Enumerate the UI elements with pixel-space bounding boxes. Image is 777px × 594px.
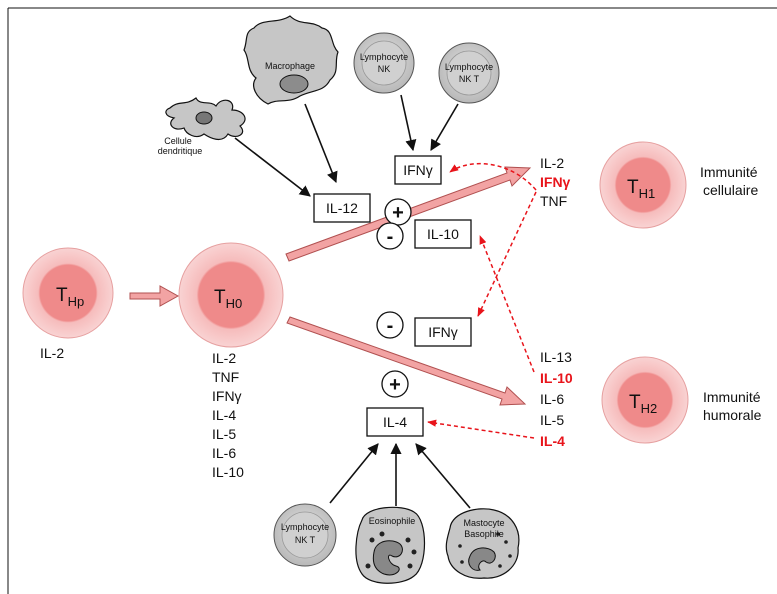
th1-cytokine-1: IFNγ	[540, 174, 571, 190]
th0-cytokine-1: TNF	[212, 369, 239, 385]
box-ifn-gamma-top	[394, 155, 442, 185]
outcome-th2-line1: Immunité	[703, 389, 761, 405]
svg-text:THp: THp	[56, 285, 84, 309]
sign-minus-il10: -	[376, 222, 404, 250]
th2-main: T	[629, 392, 641, 413]
th0-cytokine-5: IL-6	[212, 445, 236, 461]
th1-cytokine-0: IL-2	[540, 155, 564, 171]
svg-text:-: -	[387, 315, 394, 337]
cell-th2: TH2	[601, 356, 689, 444]
th2-cytokine-4: IL-4	[540, 433, 565, 449]
box-ifn-gamma-mid-label: IFNγ	[428, 324, 458, 340]
sign-plus-il4: +	[381, 370, 409, 398]
box-il12	[313, 193, 371, 223]
arrow-nkt-to-ifn	[430, 103, 459, 151]
svg-text:TH2: TH2	[629, 392, 657, 416]
th2-cytokine-0: IL-13	[540, 349, 572, 365]
th0-cytokine-6: IL-10	[212, 464, 244, 480]
svg-text:+: +	[389, 374, 401, 396]
thp-il2-label: IL-2	[40, 345, 64, 361]
box-il4	[366, 407, 424, 437]
feedback-il10-to-il10-box	[479, 235, 535, 373]
cell-thp: THp	[22, 247, 114, 339]
feedback-il4-to-il4-box	[427, 419, 535, 439]
nkt-top-label-1: Lymphocyte	[445, 62, 493, 72]
th2-cytokine-3: IL-5	[540, 412, 564, 428]
mastocyte-basophil-icon: Mastocyte Basophile	[445, 508, 520, 579]
mastocyte-label-2: Basophile	[464, 529, 504, 539]
box-ifn-gamma-top-label: IFNγ	[403, 162, 433, 178]
arrow-nk-to-ifn	[400, 94, 417, 152]
dendritic-cell-icon: Cellule dendritique	[158, 97, 246, 156]
dendritic-label-1: Cellule	[164, 136, 192, 146]
th0-cytokine-2: IFNγ	[212, 388, 242, 404]
nkt-top-label-2: NK T	[459, 74, 480, 84]
th0-main: T	[214, 287, 226, 308]
nk-top-label-1: Lymphocyte	[360, 52, 408, 62]
svg-text:+: +	[392, 202, 404, 224]
th1-cytokine-2: TNF	[540, 193, 567, 209]
nkt-lymphocyte-top-icon: Lymphocyte NK T	[438, 42, 500, 104]
svg-text:TH1: TH1	[627, 177, 655, 201]
thp-main: T	[56, 285, 68, 306]
svg-text:-: -	[387, 226, 394, 248]
box-ifn-gamma-mid	[414, 317, 472, 347]
arrow-th0-to-th2	[286, 316, 527, 406]
dendritic-label-2: dendritique	[158, 146, 203, 156]
th0-cytokine-3: IL-4	[212, 407, 236, 423]
sign-plus-top: +	[384, 198, 412, 226]
feedback-ifn-to-ifn-top	[449, 162, 537, 191]
th1-main: T	[627, 177, 639, 198]
box-il12-label: IL-12	[326, 200, 358, 216]
nkt-lymphocyte-bottom-icon: Lymphocyte NK T	[273, 503, 337, 567]
nk-lymphocyte-top-icon: Lymphocyte NK	[353, 32, 415, 94]
arrow-dendritic-to-il12	[234, 137, 311, 197]
arrow-thp-to-th0	[129, 285, 180, 307]
th0-cytokine-0: IL-2	[212, 350, 236, 366]
eosinophil-label: Eosinophile	[369, 516, 416, 526]
th0-cytokine-4: IL-5	[212, 426, 236, 442]
eosinophil-icon: Eosinophile	[355, 506, 425, 584]
nk-top-label-2: NK	[378, 64, 391, 74]
nkt-bottom-label-2: NK T	[295, 535, 316, 545]
arrow-macrophage-to-il12	[304, 103, 338, 184]
outcome-th2-line2: humorale	[703, 407, 762, 423]
nkt-bottom-label-1: Lymphocyte	[281, 522, 329, 532]
mastocyte-label-1: Mastocyte	[463, 518, 504, 528]
svg-text:TH0: TH0	[214, 287, 242, 311]
arrow-mastocyte-to-il4	[415, 443, 471, 509]
macrophage-icon: Macrophage	[243, 15, 339, 105]
macrophage-label: Macrophage	[265, 61, 315, 71]
thp-sub: Hp	[68, 294, 85, 309]
sign-minus-ifn: -	[376, 311, 404, 339]
th2-cytokine-2: IL-6	[540, 391, 564, 407]
arrow-nkt-bottom-to-il4	[329, 443, 379, 504]
th2-cytokine-1: IL-10	[540, 370, 573, 386]
outcome-th1-line1: Immunité	[700, 164, 758, 180]
feedback-ifn-to-ifn-mid	[477, 191, 537, 317]
th0-sub: H0	[226, 296, 243, 311]
th1-sub: H1	[639, 186, 656, 201]
outcome-th1-line2: cellulaire	[703, 182, 758, 198]
cell-th0: TH0	[178, 242, 284, 348]
box-il10	[414, 219, 472, 249]
cell-th1: TH1	[599, 141, 687, 229]
box-il10-label: IL-10	[427, 226, 459, 242]
th2-sub: H2	[641, 401, 658, 416]
box-il4-label: IL-4	[383, 414, 407, 430]
